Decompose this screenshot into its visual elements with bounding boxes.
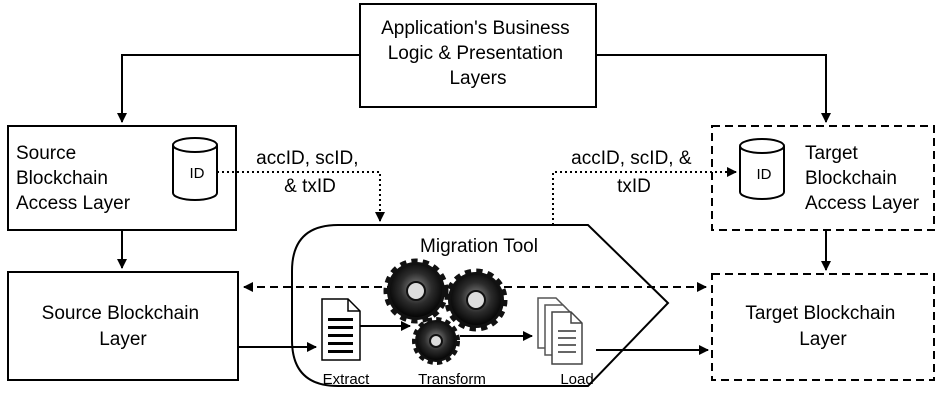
- app-logic-box: [359, 3, 597, 108]
- transform-label: Transform: [418, 371, 486, 388]
- source-id-to-tool-dotted-arrow: [217, 171, 385, 222]
- source-database-icon: [172, 137, 218, 201]
- target-database-icon: [739, 138, 785, 200]
- target-blockchain-layer-box: [711, 273, 935, 381]
- app-to-target-access-arrow: [596, 54, 831, 123]
- tool-to-target-id-dotted-arrow: [552, 167, 737, 225]
- extract-label: Extract: [323, 371, 371, 388]
- extract-document-icon: [321, 298, 361, 361]
- target-database-id-label: ID: [757, 166, 772, 183]
- left-ids-label: accID, scID, & txID: [256, 148, 364, 197]
- source-blockchain-layer-box: [7, 271, 239, 381]
- app-logic-label: Application's Business Logic & Presentat…: [381, 18, 575, 89]
- right-ids-label: accID, scID, & txID: [571, 148, 697, 197]
- source-blockchain-layer-label: Source Blockchain Layer: [42, 303, 205, 350]
- transform-gears-icon: [383, 258, 508, 365]
- target-blockchain-layer-label: Target Blockchain Layer: [745, 303, 900, 350]
- app-to-source-access-arrow: [117, 54, 360, 123]
- source-access-layer-label: Source Blockchain Access Layer: [16, 143, 131, 214]
- migration-tool-title: Migration Tool: [420, 236, 538, 257]
- load-documents-icon: [537, 297, 583, 365]
- target-access-layer-label: Target Blockchain Access Layer: [805, 143, 920, 214]
- load-label: Load: [560, 371, 593, 388]
- source-database-id-label: ID: [190, 165, 205, 182]
